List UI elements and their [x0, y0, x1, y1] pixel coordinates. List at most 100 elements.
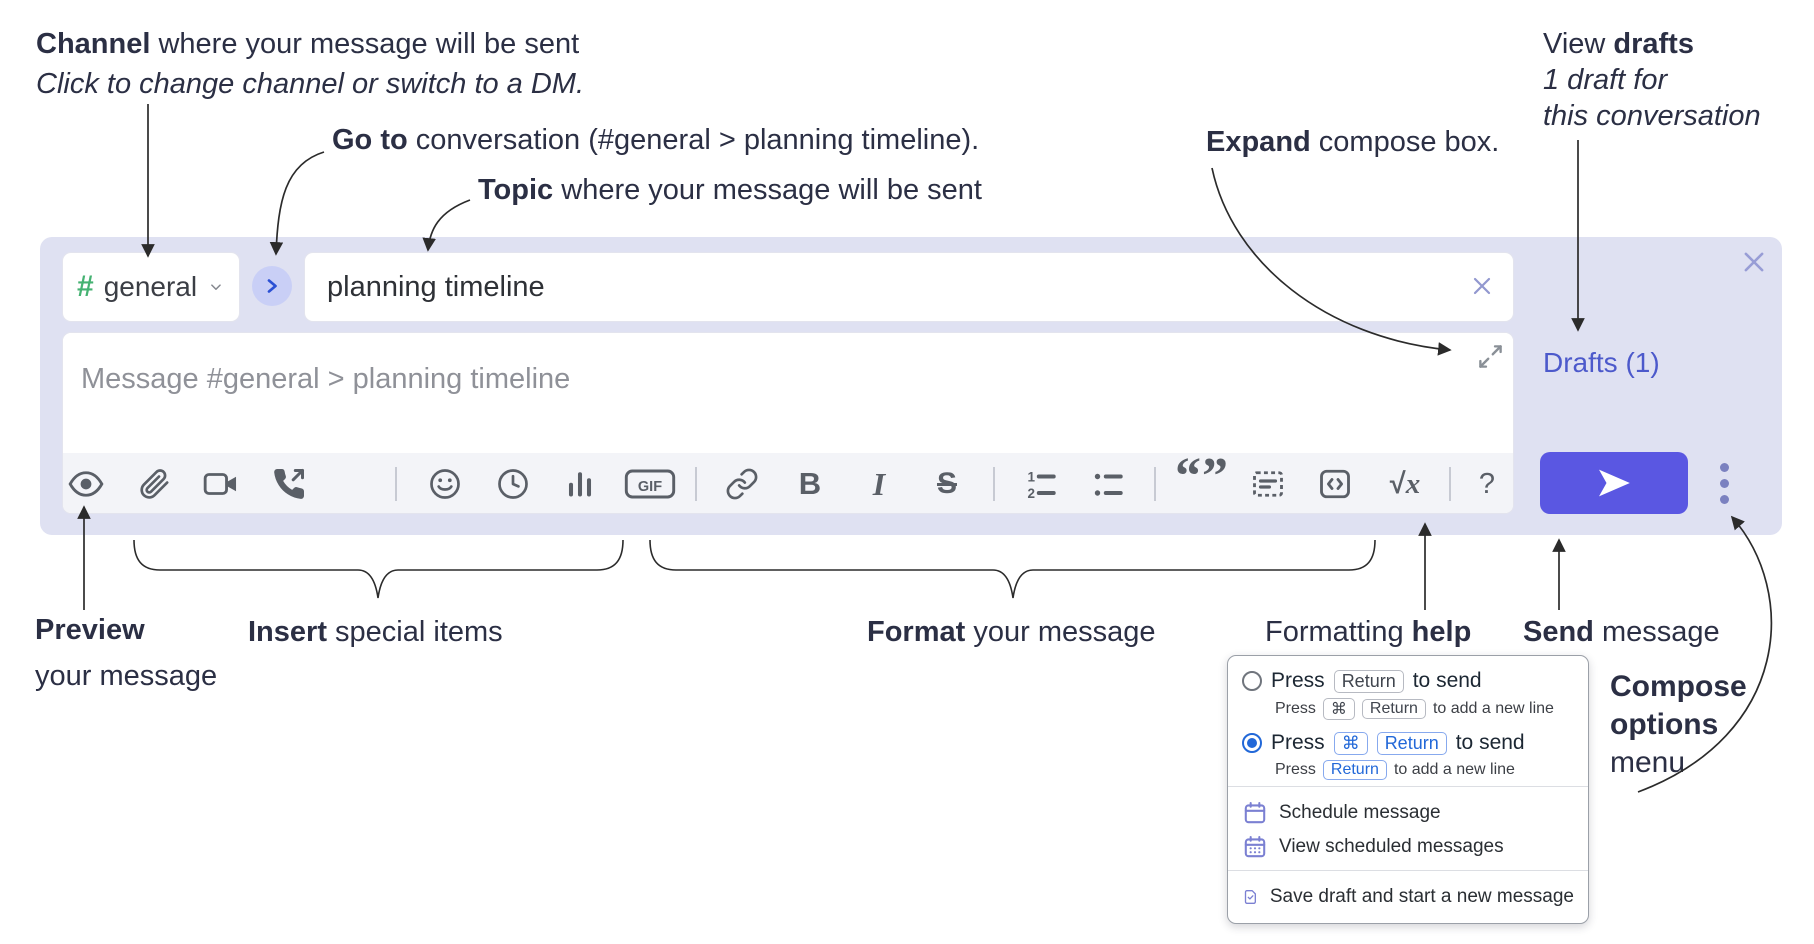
math-root: √: [1389, 467, 1406, 500]
code-button[interactable]: [1309, 453, 1361, 513]
enter-sends-off-option[interactable]: Press Return to send: [1228, 669, 1588, 693]
toolbar-divider: [993, 467, 995, 501]
video-camera-icon: [203, 473, 237, 495]
save-draft-item[interactable]: Save draft and start a new message: [1228, 880, 1588, 914]
drafts-link[interactable]: Drafts (1): [1543, 347, 1660, 378]
clear-topic-button[interactable]: [1468, 272, 1496, 300]
channel-annotation-bold: Channel: [36, 28, 151, 60]
toolbar-divider: [395, 467, 397, 501]
view-scheduled-item[interactable]: View scheduled messages: [1228, 830, 1588, 864]
toolbar-divider: [1154, 467, 1156, 501]
channel-annotation-sub: Click to change channel or switch to a D…: [36, 68, 585, 100]
link-button[interactable]: [716, 453, 768, 513]
cmd-key: ⌘: [1322, 698, 1355, 720]
expand-compose-button[interactable]: [1477, 343, 1504, 370]
view-drafts-line2: 1 draft for: [1543, 64, 1668, 96]
send-message-bold: Send: [1523, 616, 1594, 648]
smiley-icon: [430, 469, 460, 499]
toolbar-divider: [1449, 467, 1451, 501]
send-arrow-icon: [1599, 469, 1630, 497]
compose-options-annotation: Compose options menu: [1610, 668, 1747, 782]
preview-annotation-line2: your message: [35, 660, 218, 692]
sub1-press: Press: [1275, 700, 1316, 717]
cmd-key: ⌘: [1333, 731, 1368, 755]
numbered-list-button[interactable]: 1 2: [1015, 453, 1067, 513]
close-icon: [1744, 252, 1764, 272]
enter-sends-off-subtext: Press ⌘ Return to add a new line: [1228, 698, 1588, 720]
gif-button[interactable]: GIF: [620, 453, 680, 513]
phone-outgoing-icon: [274, 468, 305, 499]
chevron-down-icon: [211, 284, 221, 290]
compose-options-button[interactable]: [1709, 452, 1739, 514]
formatting-help-pre: Formatting: [1265, 616, 1412, 648]
gif-label: GIF: [638, 479, 662, 495]
insert-annotation: Insert special items: [248, 614, 503, 650]
row1-press: Press: [1271, 669, 1325, 692]
row1-suffix: to send: [1412, 669, 1482, 692]
strikethrough-icon: S: [936, 467, 957, 500]
insert-brace: [133, 539, 624, 599]
close-compose-button[interactable]: [1739, 247, 1769, 277]
ellipsis-icon: [1719, 462, 1729, 472]
schedule-message-item[interactable]: Schedule message: [1228, 796, 1588, 830]
math-button[interactable]: √x: [1376, 453, 1434, 513]
message-input[interactable]: [63, 333, 1513, 453]
formatting-help-button[interactable]: ?: [1461, 453, 1513, 513]
topic-input[interactable]: [304, 252, 1514, 322]
channel-hash-icon: #: [77, 270, 94, 303]
bulleted-list-button[interactable]: [1082, 453, 1134, 513]
insert-annotation-bold: Insert: [248, 616, 327, 648]
code-icon: [1320, 469, 1350, 499]
return-key: Return: [1376, 731, 1447, 755]
spoiler-button[interactable]: [1242, 453, 1294, 513]
time-button[interactable]: [487, 453, 539, 513]
send-button[interactable]: [1540, 452, 1688, 514]
radio-unselected-icon[interactable]: [1242, 671, 1262, 691]
goto-conversation-button[interactable]: [252, 266, 292, 306]
spoiler-icon: [1253, 471, 1283, 497]
goto-annotation: Go to conversation (#general > planning …: [332, 122, 979, 158]
format-annotation: Format your message: [867, 614, 1156, 650]
poll-button[interactable]: [554, 453, 606, 513]
row2-press: Press: [1271, 731, 1325, 754]
expand-annotation: Expand compose box.: [1206, 124, 1499, 160]
radio-selected-icon[interactable]: [1242, 733, 1262, 753]
video-call-button[interactable]: [195, 453, 247, 513]
topic-annotation-rest: where your message will be sent: [553, 174, 982, 206]
enter-sends-on-subtext: Press Return to add a new line: [1228, 760, 1588, 780]
emoji-button[interactable]: [419, 453, 471, 513]
quote-button[interactable]: “”: [1171, 451, 1233, 513]
question-mark-icon: ?: [1478, 467, 1496, 500]
enter-sends-on-option[interactable]: Press ⌘ Return to send: [1228, 731, 1588, 755]
row2-suffix: to send: [1455, 731, 1525, 754]
italic-button[interactable]: I: [853, 453, 905, 513]
insert-annotation-rest: special items: [326, 616, 503, 648]
channel-select[interactable]: # general: [62, 252, 240, 322]
paperclip-icon: [140, 469, 169, 499]
expand-annotation-bold: Expand: [1206, 126, 1311, 158]
strikethrough-button[interactable]: S: [921, 453, 973, 513]
format-annotation-rest: your message: [965, 616, 1156, 648]
message-card: GIF B I S: [62, 332, 1514, 514]
goto-annotation-rest: conversation (#general > planning timeli…: [407, 124, 980, 156]
channel-name: general: [103, 271, 198, 302]
topic-annotation-bold: Topic: [478, 174, 554, 206]
calendar-grid-icon: [1244, 836, 1266, 858]
schedule-message-label: Schedule message: [1279, 802, 1441, 823]
channel-annotation: Channel where your message will be sent …: [36, 26, 584, 102]
voice-call-button[interactable]: [263, 453, 315, 513]
view-drafts-line3: this conversation: [1543, 100, 1761, 132]
link-icon: [726, 468, 758, 500]
bulleted-list-icon: [1094, 473, 1123, 496]
attach-button[interactable]: [127, 453, 179, 513]
return-key: Return: [1322, 760, 1387, 780]
bold-button[interactable]: B: [784, 453, 836, 513]
calendar-icon: [1244, 802, 1266, 824]
clear-x-icon: [1473, 277, 1491, 295]
view-scheduled-label: View scheduled messages: [1279, 836, 1504, 857]
preview-button[interactable]: [63, 453, 112, 513]
sub1-suffix: to add a new line: [1432, 700, 1554, 717]
view-drafts-bold: drafts: [1613, 28, 1694, 60]
goto-annotation-bold: Go to: [332, 124, 408, 156]
